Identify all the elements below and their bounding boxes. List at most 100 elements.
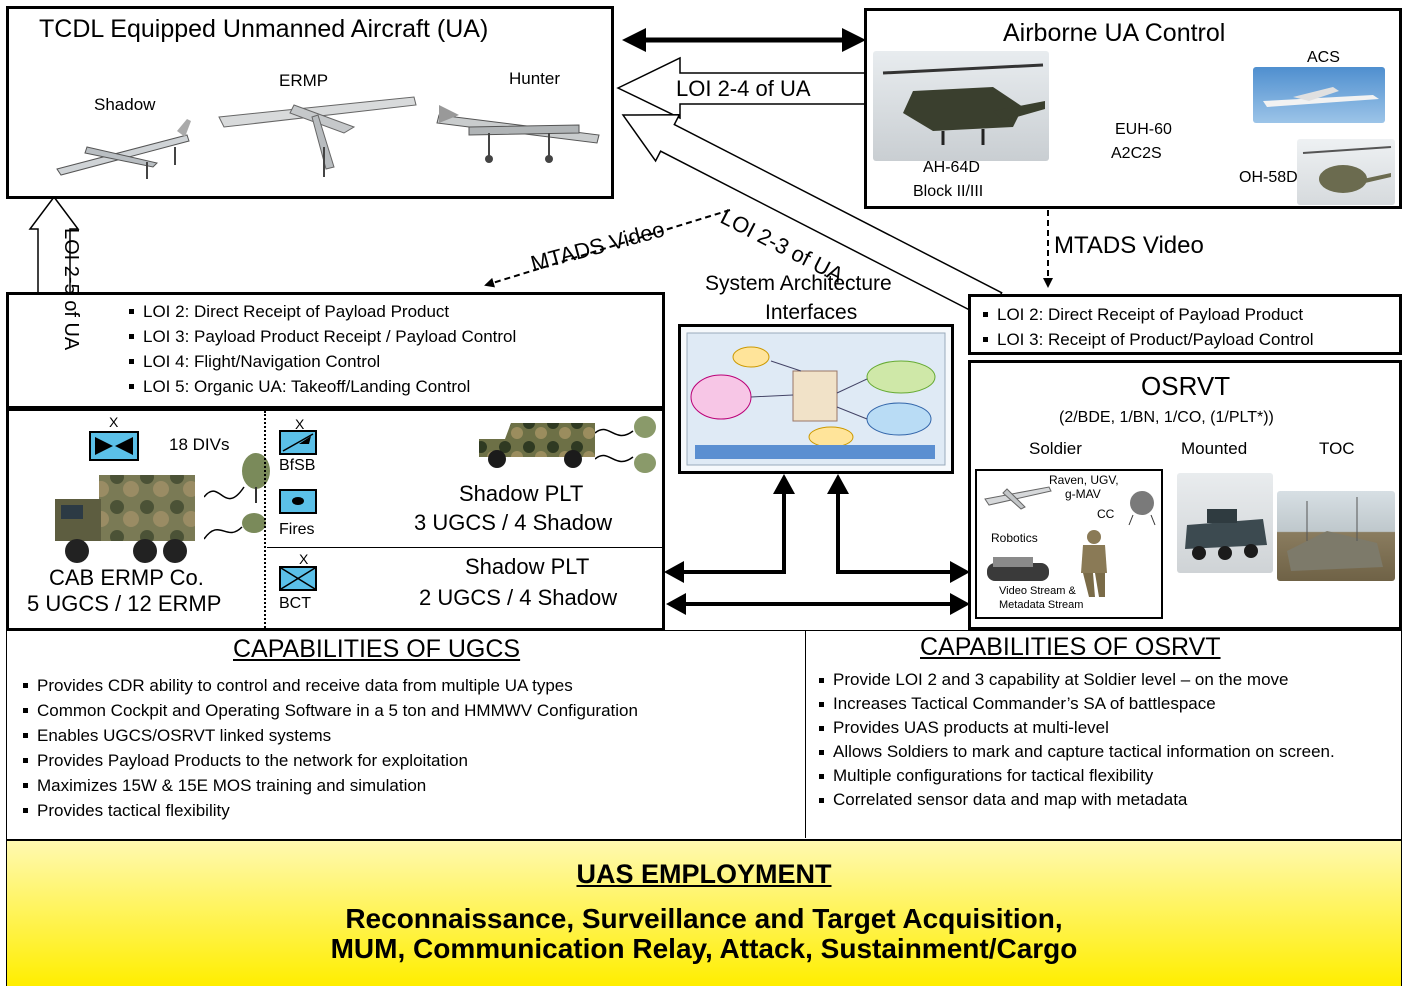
shadow-plt-a-line2: 3 UGCS / 4 Shadow (414, 510, 613, 535)
list-item: Provides CDR ability to control and rece… (19, 673, 799, 698)
cab-label-line1: CAB ERMP Co. (49, 565, 204, 590)
list-item: Provides Payload Products to the network… (19, 748, 799, 773)
arrowhead-right-icon (950, 561, 970, 583)
osrvt-box: OSRVT (2/BDE, 1/BN, 1/CO, (1/PLT*)) Sold… (968, 360, 1402, 630)
echelon-x-mark: X (299, 551, 309, 567)
sysarch-title-line2: Interfaces (765, 301, 858, 324)
list-item: Correlated sensor data and map with meta… (815, 788, 1395, 812)
kiowa-photo (1297, 139, 1395, 205)
bct-unit-symbol (279, 566, 317, 591)
airborne-control-box: Airborne UA Control AH-64D Block II/III … (864, 8, 1402, 209)
loi-2-4-label: LOI 2-4 of UA (676, 76, 811, 101)
uas-employment-banner: UAS EMPLOYMENT Reconnaissance, Surveilla… (6, 840, 1402, 986)
list-item: LOI 3: Receipt of Product/Payload Contro… (979, 327, 1314, 352)
capabilities-section: CAPABILITIES OF UGCS Provides CDR abilit… (6, 630, 1402, 840)
osrvt-subtitle: (2/BDE, 1/BN, 1/CO, (1/PLT*)) (1059, 409, 1274, 426)
system-architecture-diagram (678, 324, 954, 474)
employment-title: UAS EMPLOYMENT (576, 859, 832, 889)
ugcs-units-box: X 18 DIVs CAB ERMP Co. 5 UGCS / 12 ERMP … (6, 408, 665, 631)
hunter-uav-icon (436, 105, 600, 163)
soldier-label-metadata-stream: Metadata Stream (999, 599, 1084, 611)
acs-aircraft-photo (1253, 67, 1385, 123)
capabilities-ugcs-list: Provides CDR ability to control and rece… (19, 673, 799, 823)
list-item: Increases Tactical Commander’s SA of bat… (815, 692, 1395, 716)
list-item: Enables UGCS/OSRVT linked systems (19, 723, 799, 748)
antenna-icon (204, 453, 270, 540)
list-item: Provide LOI 2 and 3 capability at Soldie… (815, 668, 1395, 692)
list-item: LOI 4: Flight/Navigation Control (125, 349, 516, 374)
capabilities-osrvt-title: CAPABILITIES OF OSRVT (920, 633, 1221, 661)
arrowhead-left-icon (666, 593, 686, 615)
arrowhead-right-icon (842, 28, 866, 52)
apache-block-label: Block II/III (913, 183, 984, 200)
soldier-label-gmav: g-MAV (1065, 487, 1101, 501)
capabilities-divider (805, 631, 806, 838)
airborne-box-title: Airborne UA Control (1003, 19, 1226, 47)
euh-label: EUH-60 (1115, 121, 1172, 138)
apache-label: AH-64D (923, 159, 980, 176)
shadow-plt-b-line2: 2 UGCS / 4 Shadow (419, 585, 618, 610)
osrvt-soldier-panel: Raven, UGV, g-MAV CC Robotics Video Stre… (975, 469, 1163, 619)
sysarch-title-line1: System Architecture (705, 272, 892, 295)
shadow-uav-icon (56, 119, 191, 179)
loi-levels-right-list: LOI 2: Direct Receipt of Payload Product… (979, 302, 1314, 352)
osrvt-col-mounted: Mounted (1181, 439, 1248, 458)
gmav-icon (1128, 491, 1156, 526)
bfsb-label: BfSB (279, 457, 316, 474)
apache-photo (873, 51, 1049, 161)
list-item: LOI 2: Direct Receipt of Payload Product (125, 299, 516, 324)
ugcs-sysarch-link-a (672, 482, 786, 574)
units-separator (267, 547, 663, 548)
ua-box: TCDL Equipped Unmanned Aircraft (UA) Sha… (6, 6, 614, 199)
arrowhead-up-icon (827, 474, 849, 494)
cab-truck-photo (49, 469, 199, 569)
list-item: Maximizes 15W & 15E MOS training and sim… (19, 773, 799, 798)
list-item: LOI 2: Direct Receipt of Payload Product (979, 302, 1314, 327)
osrvt-col-toc: TOC (1319, 439, 1355, 458)
sysarch-osrvt-link (836, 482, 962, 574)
soldier-label-raven: Raven, UGV, (1049, 473, 1119, 487)
mounted-vehicle-photo (1177, 473, 1273, 573)
list-item: Provides tactical flexibility (19, 798, 799, 823)
aircraft-label-shadow: Shadow (94, 95, 156, 114)
fires-unit-symbol (279, 489, 317, 514)
arrowhead-left-icon (664, 561, 684, 583)
list-item: Provides UAS products at multi-level (815, 716, 1395, 740)
osrvt-col-soldier: Soldier (1029, 439, 1082, 458)
loi-levels-right-box: LOI 2: Direct Receipt of Payload Product… (968, 294, 1402, 355)
echelon-x-mark: X (109, 414, 119, 430)
acs-label: ACS (1307, 49, 1340, 66)
shadow-plt-b-line1: Shadow PLT (465, 554, 590, 579)
capabilities-osrvt-list: Provide LOI 2 and 3 capability at Soldie… (815, 668, 1395, 812)
employment-line2: MUM, Communication Relay, Attack, Sustai… (330, 933, 1078, 964)
soldier-label-robotics: Robotics (991, 531, 1038, 545)
echelon-x-mark: X (295, 416, 305, 432)
aircraft-label-ermp: ERMP (279, 71, 329, 90)
employment-line1: Reconnaissance, Surveillance and Target … (345, 903, 1063, 934)
mtads-right-label: MTADS Video (1054, 232, 1204, 259)
osrvt-title: OSRVT (1141, 371, 1231, 401)
list-item: Multiple configurations for tactical fle… (815, 764, 1395, 788)
arrowhead-up-icon (773, 474, 795, 494)
division-unit-symbol (89, 431, 139, 461)
ermp-uav-icon (218, 96, 417, 177)
loi-levels-left-list: LOI 2: Direct Receipt of Payload Product… (125, 299, 516, 399)
shadow-plt-a-line1: Shadow PLT (459, 481, 584, 506)
soldier-figure-icon (1081, 530, 1107, 597)
aircraft-label-hunter: Hunter (509, 69, 561, 88)
antenna-icon (595, 416, 656, 473)
loi-levels-left-box: LOI 2: Direct Receipt of Payload Product… (6, 292, 665, 409)
ua-box-title: TCDL Equipped Unmanned Aircraft (UA) (39, 15, 489, 43)
arrowhead-right-icon (950, 593, 970, 615)
bct-label: BCT (279, 595, 311, 612)
list-item: Allows Soldiers to mark and capture tact… (815, 740, 1393, 764)
soldier-label-video-stream: Video Stream & (999, 585, 1076, 597)
toc-photo (1277, 491, 1395, 581)
list-item: LOI 5: Organic UA: Takeoff/Landing Contr… (125, 374, 516, 399)
capabilities-ugcs-title: CAPABILITIES OF UGCS (233, 635, 521, 663)
cab-label-line2: 5 UGCS / 12 ERMP (27, 591, 222, 616)
mtads-left-arrow (484, 209, 731, 288)
kiowa-label: OH-58D (1239, 169, 1298, 186)
list-item: LOI 3: Payload Product Receipt / Payload… (125, 324, 516, 349)
fires-label: Fires (279, 521, 315, 538)
